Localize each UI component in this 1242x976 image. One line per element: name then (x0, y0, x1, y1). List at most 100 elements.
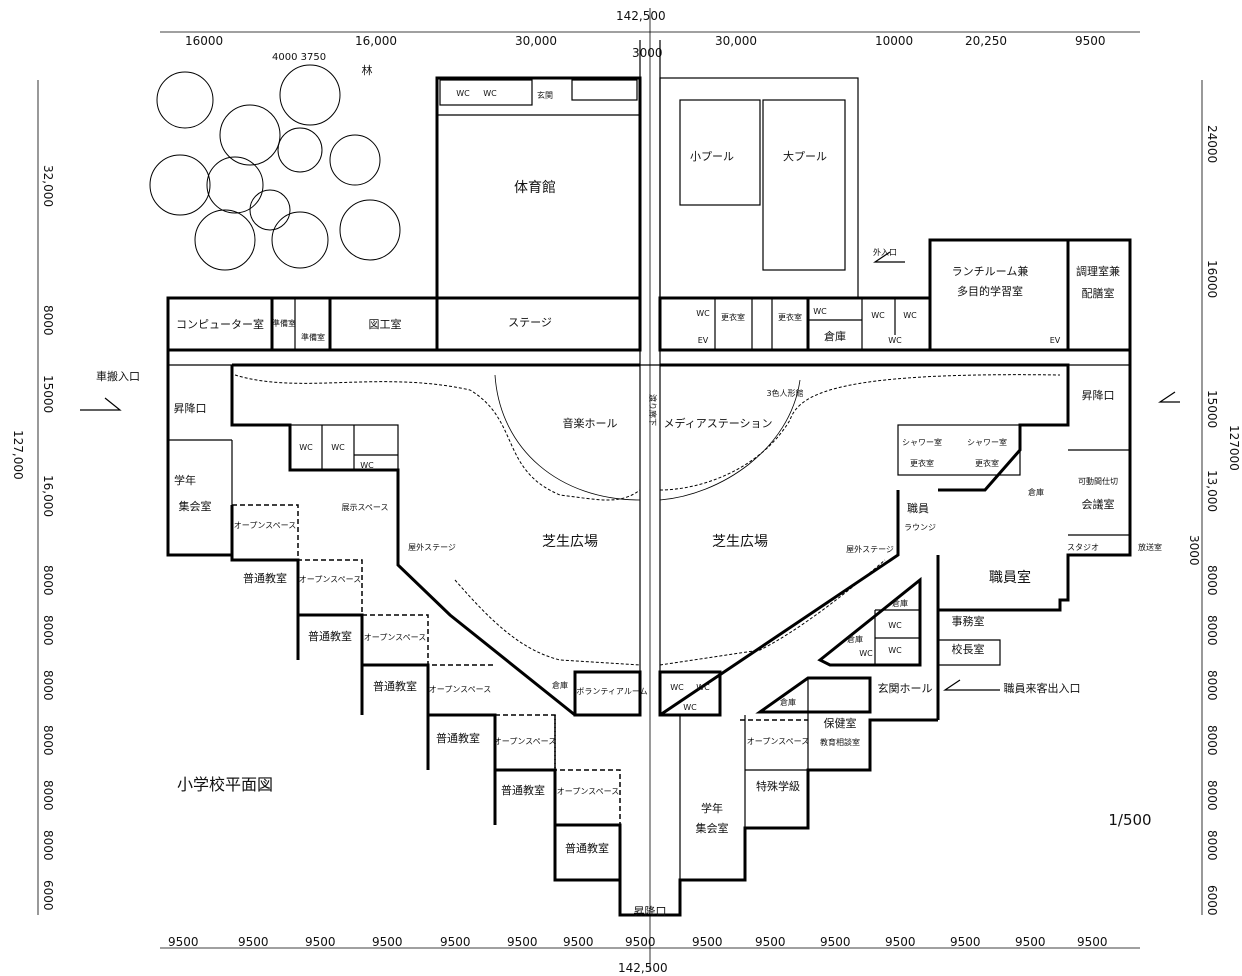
dim-corridor: 3000 (632, 46, 663, 60)
room-shower: シャワー室 (967, 437, 1007, 447)
dim-left: 8000 (41, 780, 55, 811)
room-music-hall: 音楽ホール (563, 416, 618, 430)
room-classroom: 普通教室 (501, 783, 545, 797)
dim-left: 32,000 (41, 165, 55, 207)
dim-left: 16,000 (41, 475, 55, 517)
wc-label: WC (670, 683, 684, 692)
wc-labels: WC WC WC WC WC WC WC WC WC WC WC WC WC W… (299, 89, 1061, 712)
drawing-title: 小学校平面図 (177, 775, 273, 794)
room-broadcast: 放送室 (1138, 542, 1162, 552)
bottom-dimensions: 9500 9500 9500 9500 9500 9500 9500 9500 … (168, 935, 1108, 975)
room-open-space: オープンスペース (557, 787, 619, 796)
room-changing: 更衣室 (975, 458, 999, 468)
dim-left-total: 127,000 (11, 430, 25, 480)
room-storage: 倉庫 (780, 697, 796, 707)
room-small-pool: 小プール (690, 150, 734, 163)
room-cooking: 調理室兼 (1076, 264, 1120, 278)
dim-left: 8000 (41, 725, 55, 756)
room-lawn: 芝生広場 (542, 534, 598, 550)
dim-top: 16,000 (355, 34, 397, 48)
ev-label: EV (1050, 336, 1061, 345)
room-assembly: 集会室 (696, 821, 729, 835)
room-classroom: 普通教室 (565, 841, 609, 855)
room-entrance: 玄関 (537, 90, 553, 100)
room-volunteer: ボランティアルーム (576, 687, 647, 696)
room-outdoor-stage: 屋外ステージ (408, 542, 456, 552)
room-prep: 準備室 (272, 318, 296, 328)
dim-right: 15000 (1205, 390, 1219, 428)
left-dimensions: 32,000 8000 15000 16,000 8000 8000 8000 … (11, 165, 55, 911)
room-staff: 職員 (907, 502, 929, 515)
dim-bottom: 9500 (820, 935, 851, 949)
room-open-space: オープンスペース (234, 521, 296, 530)
room-changing: 更衣室 (778, 312, 802, 322)
dim-top: 16000 (185, 34, 223, 48)
wc-label: WC (888, 336, 902, 345)
dim-right: 24000 (1205, 125, 1219, 163)
room-serving: 配膳室 (1082, 286, 1115, 300)
wc-label: WC (683, 703, 697, 712)
dim-bottom: 9500 (755, 935, 786, 949)
room-prep: 準備室 (301, 332, 325, 342)
dim-top: 9500 (1075, 34, 1106, 48)
wc-label: WC (696, 683, 710, 692)
room-open-space: オープンスペース (364, 633, 426, 642)
room-studio: スタジオ (1067, 543, 1099, 552)
entrance-arrows (80, 251, 1180, 691)
ev-label: EV (698, 336, 709, 345)
room-computer: コンピューター室 (176, 317, 264, 331)
room-storage: 倉庫 (824, 329, 846, 343)
room-storage: 倉庫 (552, 680, 568, 690)
wc-label: WC (696, 309, 710, 318)
room-grade: 学年 (174, 473, 196, 487)
dim-bottom: 9500 (238, 935, 269, 949)
dim-overall-bottom: 142,500 (618, 961, 668, 975)
room-open-space: オープンスペース (747, 737, 809, 746)
wc-label: WC (859, 649, 873, 658)
right-dimensions: 24000 16000 15000 13,000 3000 8000 8000 … (1187, 125, 1241, 916)
dim-bottom: 9500 (885, 935, 916, 949)
dimension-lines (37, 8, 1203, 970)
dim-right: 8000 (1205, 830, 1219, 861)
dim-bottom: 9500 (305, 935, 336, 949)
room-lawn: 芝生広場 (712, 534, 768, 550)
room-changing: 更衣室 (721, 312, 745, 322)
tree-cluster (149, 64, 401, 271)
room-media-station: メディアステーション (663, 416, 772, 430)
scale-label: 1/500 (1108, 811, 1151, 829)
wc-label: WC (871, 311, 885, 320)
lawn-edge (234, 374, 1061, 666)
room-open-space: オープンスペース (494, 737, 556, 746)
dim-bottom: 9500 (1077, 935, 1108, 949)
dim-overall-top: 142,500 (616, 9, 666, 23)
dim-left: 8000 (41, 830, 55, 861)
room-counseling: 教育相談室 (820, 737, 860, 747)
wc-label: WC (299, 443, 313, 452)
label-outer-entrance: 外入口 (873, 247, 897, 257)
wc-label: WC (903, 311, 917, 320)
dim-bottom: 9500 (563, 935, 594, 949)
room-open-space: オープンスペース (299, 575, 361, 584)
room-outdoor-stage: 屋外ステージ (846, 544, 894, 554)
dim-bottom: 9500 (1015, 935, 1046, 949)
dim-bottom: 9500 (692, 935, 723, 949)
wc-label: WC (888, 646, 902, 655)
dim-right: 8000 (1205, 565, 1219, 596)
dim-top: 20,250 (965, 34, 1007, 48)
dim-right: 8000 (1205, 780, 1219, 811)
room-principal: 校長室 (952, 642, 985, 656)
room-staff-room: 職員室 (989, 569, 1031, 586)
room-passage: 渡り廊下 (648, 394, 658, 426)
dim-right: 13,000 (1205, 470, 1219, 512)
room-changing: 更衣室 (910, 458, 934, 468)
room-classroom: 普通教室 (308, 629, 352, 643)
room-shower: シャワー室 (902, 437, 942, 447)
room-movable-partition: 可動間仕切 (1078, 476, 1118, 486)
room-shoe-entrance: 昇降口 (634, 904, 667, 918)
dim-right: 8000 (1205, 725, 1219, 756)
dim-left: 15000 (41, 375, 55, 413)
room-office: 事務室 (952, 614, 985, 628)
room-labels: 体育館 小プール 大プール 玄関 コンピューター室 準備室 準備室 図工室 ステ… (96, 63, 1162, 918)
dim-left: 8000 (41, 670, 55, 701)
